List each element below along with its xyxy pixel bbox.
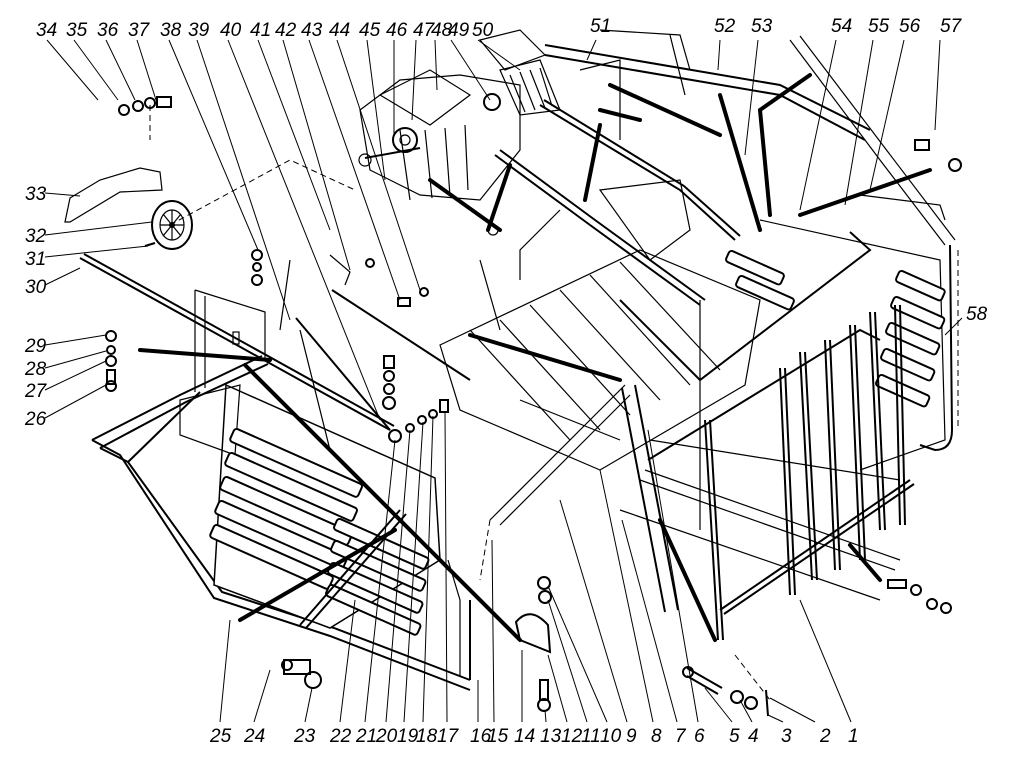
callout-11: 11: [581, 726, 601, 747]
callout-9: 9: [626, 726, 637, 747]
callout-25: 25: [209, 726, 232, 747]
callout-33: 33: [25, 184, 47, 205]
callout-26: 26: [24, 409, 47, 430]
callout-20: 20: [375, 726, 398, 747]
callout-6: 6: [694, 726, 705, 747]
callout-2: 2: [819, 726, 831, 747]
callout-42: 42: [275, 20, 297, 41]
floor-panel: [439, 249, 761, 471]
callout-30: 30: [25, 277, 47, 298]
callout-31: 31: [25, 249, 46, 270]
callout-5: 5: [729, 726, 740, 747]
callout-19: 19: [397, 726, 419, 747]
callout-51: 51: [590, 16, 611, 37]
callout-41: 41: [250, 20, 271, 41]
artwork: [64, 29, 962, 717]
callout-54: 54: [831, 16, 852, 37]
hoop-rods: [479, 73, 872, 382]
hardware: [64, 96, 962, 717]
leader-lines: [44, 39, 963, 723]
callout-35: 35: [66, 20, 88, 41]
callouts-bottom: 25 24 23 22 21 20 19 18 17 16 15 14 13 1…: [209, 726, 859, 747]
callout-40: 40: [220, 20, 242, 41]
callouts-left: 33 32 31 30 29 28 27 26: [24, 184, 48, 430]
right-side-panel: [725, 219, 959, 471]
callout-24: 24: [243, 726, 265, 747]
callout-46: 46: [386, 20, 408, 41]
callout-14: 14: [514, 726, 535, 747]
callout-48: 48: [431, 20, 453, 41]
callout-44: 44: [329, 20, 350, 41]
callout-7: 7: [675, 726, 687, 747]
slat-grid: [619, 300, 915, 641]
callout-1: 1: [848, 726, 859, 747]
callout-18: 18: [416, 726, 438, 747]
callouts-right: 58: [966, 304, 988, 325]
callout-21: 21: [355, 726, 377, 747]
drive-gearbox: [358, 29, 561, 236]
callout-52: 52: [714, 16, 736, 37]
callout-15: 15: [487, 726, 509, 747]
callout-27: 27: [24, 381, 48, 402]
callout-50: 50: [472, 20, 494, 41]
callout-28: 28: [24, 359, 47, 380]
front-post: [489, 384, 717, 642]
callout-3: 3: [781, 726, 792, 747]
callout-43: 43: [301, 20, 323, 41]
centre-lines: [149, 105, 771, 701]
callout-58: 58: [966, 304, 988, 325]
callout-34: 34: [36, 20, 57, 41]
callout-55: 55: [868, 16, 890, 37]
callout-8: 8: [651, 726, 662, 747]
callout-4: 4: [748, 726, 759, 747]
callout-13: 13: [540, 726, 562, 747]
callout-10: 10: [600, 726, 622, 747]
callout-29: 29: [24, 336, 47, 357]
left-side-panel: [179, 383, 441, 636]
callout-17: 17: [437, 726, 460, 747]
callout-45: 45: [359, 20, 381, 41]
callout-39: 39: [188, 20, 210, 41]
callout-57: 57: [940, 16, 963, 37]
callout-37: 37: [128, 20, 151, 41]
callout-56: 56: [899, 16, 921, 37]
callout-32: 32: [25, 226, 47, 247]
callouts-top: 34 35 36 37 38 39 40 41 42 43 44 45 46 4…: [36, 16, 963, 41]
callout-36: 36: [97, 20, 119, 41]
callout-12: 12: [561, 726, 583, 747]
callout-22: 22: [329, 726, 352, 747]
pulley: [151, 200, 193, 250]
callout-47: 47: [413, 20, 436, 41]
diagonal-rods: [79, 253, 522, 642]
callout-23: 23: [293, 726, 316, 747]
callout-53: 53: [751, 16, 773, 37]
callout-38: 38: [160, 20, 182, 41]
callout-16: 16: [470, 726, 492, 747]
callout-49: 49: [448, 20, 470, 41]
